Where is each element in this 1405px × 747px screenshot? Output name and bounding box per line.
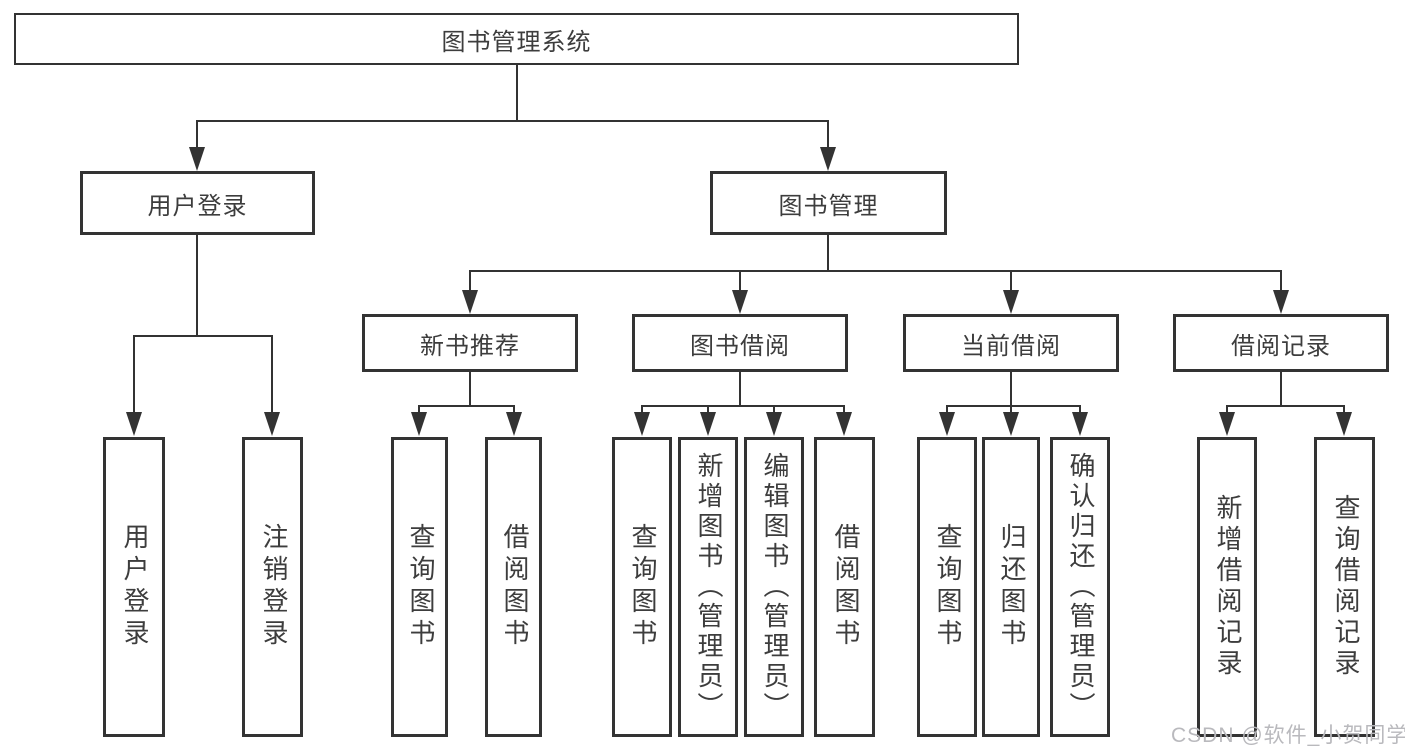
connector-book-borrow-stem xyxy=(739,372,741,407)
connector-drop-bb-add xyxy=(707,405,709,415)
arrowhead-nb-borrow xyxy=(506,412,522,436)
arrowhead-br-query xyxy=(1336,412,1352,436)
leaf-label: 借阅图书 xyxy=(831,523,861,651)
connector-root-bus xyxy=(196,120,829,122)
leaf-label: 查询借阅记录 xyxy=(1331,494,1361,680)
connector-drop-bb-edit xyxy=(773,405,775,415)
leaf-label: 注销登录 xyxy=(259,523,289,651)
arrowhead-leaf-logout xyxy=(264,412,280,436)
leaf-cb-confirm-return-admin: 确认归还（管理员） xyxy=(1050,437,1110,737)
arrowhead-nb-query xyxy=(411,412,427,436)
connector-drop-user-login xyxy=(196,120,198,149)
connector-drop-current-borrow xyxy=(1010,270,1012,292)
connector-drop-br-add xyxy=(1226,405,1228,415)
connector-drop-bb-borrow xyxy=(843,405,845,415)
node-new-book-recommend: 新书推荐 xyxy=(362,314,578,372)
arrowhead-bb-add xyxy=(700,412,716,436)
leaf-bb-query-books: 查询图书 xyxy=(612,437,672,737)
node-label: 新书推荐 xyxy=(420,332,520,360)
connector-drop-cb-query xyxy=(946,405,948,415)
leaf-nb-borrow-books: 借阅图书 xyxy=(485,437,542,737)
leaf-user-login: 用户登录 xyxy=(103,437,165,737)
csdn-watermark: CSDN @软件_小贺同学 xyxy=(1171,724,1405,747)
node-library-management-system: 图书管理系统 xyxy=(14,13,1019,65)
arrowhead-borrow-records xyxy=(1273,290,1289,314)
connector-drop-leaf-logout xyxy=(271,335,273,414)
arrowhead-current-borrow xyxy=(1003,290,1019,314)
connector-user-login-bus xyxy=(133,335,273,337)
connector-current-stem xyxy=(1010,372,1012,407)
leaf-cb-query-books: 查询图书 xyxy=(917,437,977,737)
connector-user-login-stem xyxy=(196,235,198,337)
leaf-label: 借阅图书 xyxy=(500,523,530,651)
leaf-bb-add-books-admin: 新增图书（管理员） xyxy=(678,437,738,737)
connector-root-stem xyxy=(516,65,518,122)
connector-drop-borrow-records xyxy=(1280,270,1282,292)
leaf-br-query-record: 查询借阅记录 xyxy=(1314,437,1375,737)
arrowhead-book-mgmt xyxy=(820,147,836,171)
arrowhead-cb-query xyxy=(939,412,955,436)
arrowhead-cb-confirm xyxy=(1072,412,1088,436)
leaf-label: 归还图书 xyxy=(997,523,1027,651)
leaf-label: 用户登录 xyxy=(120,523,150,651)
node-label: 图书管理系统 xyxy=(441,28,592,56)
connector-drop-nb-query xyxy=(418,405,420,415)
leaf-label: 查询图书 xyxy=(933,523,963,651)
node-current-borrowing: 当前借阅 xyxy=(903,314,1119,372)
node-label: 图书管理 xyxy=(778,192,879,220)
connector-records-bus xyxy=(1226,405,1345,407)
arrowhead-bb-edit xyxy=(766,412,782,436)
node-book-borrowing: 图书借阅 xyxy=(632,314,848,372)
leaf-logout: 注销登录 xyxy=(242,437,303,737)
leaf-label: 查询图书 xyxy=(628,523,658,651)
leaf-label: 编辑图书（管理员） xyxy=(760,452,790,722)
connector-new-books-stem xyxy=(469,372,471,407)
node-label: 借阅记录 xyxy=(1231,332,1331,360)
node-label: 图书借阅 xyxy=(690,332,790,360)
leaf-label: 查询图书 xyxy=(406,523,436,651)
connector-book-borrow-bus xyxy=(641,405,845,407)
node-label: 当前借阅 xyxy=(961,332,1061,360)
node-borrowing-records: 借阅记录 xyxy=(1173,314,1389,372)
leaf-bb-edit-books-admin: 编辑图书（管理员） xyxy=(744,437,804,737)
leaf-label: 新增图书（管理员） xyxy=(694,452,724,722)
leaf-bb-borrow-books: 借阅图书 xyxy=(814,437,875,737)
connector-current-bus xyxy=(946,405,1081,407)
arrowhead-bb-query xyxy=(634,412,650,436)
connector-records-stem xyxy=(1280,372,1282,407)
connector-book-mgmt-stem xyxy=(827,235,829,272)
node-label: 用户登录 xyxy=(147,192,248,220)
arrowhead-br-add xyxy=(1219,412,1235,436)
connector-drop-book-borrow xyxy=(739,270,741,292)
leaf-label: 新增借阅记录 xyxy=(1213,494,1243,680)
connector-drop-cb-return xyxy=(1010,405,1012,415)
node-user-login: 用户登录 xyxy=(80,171,315,235)
leaf-label: 确认归还（管理员） xyxy=(1066,452,1096,722)
connector-drop-book-mgmt xyxy=(827,120,829,149)
leaf-nb-query-books: 查询图书 xyxy=(391,437,448,737)
node-book-management: 图书管理 xyxy=(710,171,947,235)
connector-book-mgmt-bus xyxy=(469,270,1282,272)
arrowhead-new-books xyxy=(462,290,478,314)
arrowhead-user-login xyxy=(189,147,205,171)
leaf-br-add-record: 新增借阅记录 xyxy=(1197,437,1257,737)
arrowhead-book-borrow xyxy=(732,290,748,314)
connector-drop-br-query xyxy=(1343,405,1345,415)
connector-drop-cb-confirm xyxy=(1079,405,1081,415)
connector-drop-new-books xyxy=(469,270,471,292)
connector-drop-nb-borrow xyxy=(513,405,515,415)
connector-drop-leaf-login xyxy=(133,335,135,414)
connector-drop-bb-query xyxy=(641,405,643,415)
arrowhead-cb-return xyxy=(1003,412,1019,436)
arrowhead-bb-borrow xyxy=(836,412,852,436)
arrowhead-leaf-login xyxy=(126,412,142,436)
leaf-cb-return-books: 归还图书 xyxy=(982,437,1040,737)
connector-new-books-bus xyxy=(419,405,515,407)
